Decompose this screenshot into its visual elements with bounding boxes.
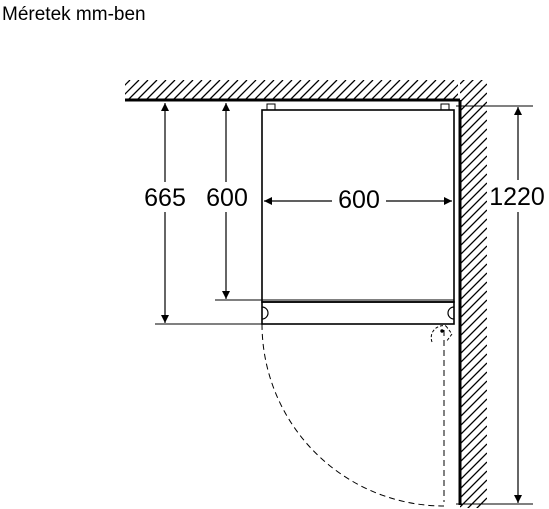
- appliance-door: [261, 301, 455, 507]
- dim-label-600-depth: 600: [206, 184, 248, 212]
- diagram-title: Méretek mm-ben: [2, 4, 146, 25]
- dim-label-1220: 1220: [489, 183, 545, 211]
- dim-label-665: 665: [144, 184, 186, 212]
- extension-lines: [155, 105, 533, 505]
- dimension-lines: [161, 103, 522, 503]
- right-wall: [458, 80, 487, 508]
- dim-label-600-width: 600: [338, 186, 380, 214]
- top-wall: [125, 80, 460, 102]
